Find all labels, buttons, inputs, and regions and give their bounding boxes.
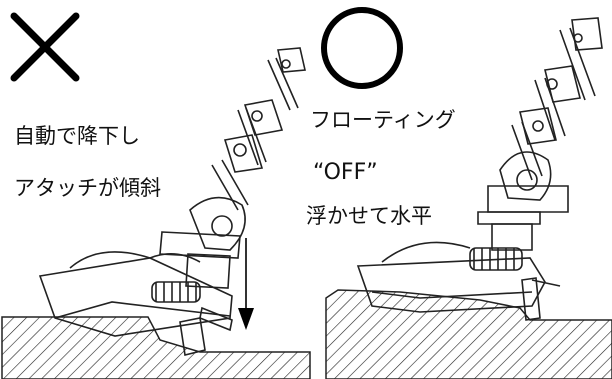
right-caption-line3: 浮かせて水平 <box>306 204 432 228</box>
left-arm <box>189 47 306 251</box>
right-caption-line2: “OFF” <box>313 160 378 185</box>
right-caption-line1: フローティング <box>310 108 456 132</box>
left-caption-line1: 自動で降下し <box>14 124 140 148</box>
down-arrow-icon <box>238 238 254 330</box>
cross-mark-icon <box>10 12 80 82</box>
circle-mark-icon <box>321 7 403 89</box>
right-arm <box>499 17 603 201</box>
right-ground <box>325 289 612 379</box>
right-attachment-body <box>356 185 569 321</box>
left-attachment-body <box>38 231 241 356</box>
left-caption-line2: アタッチが傾斜 <box>14 176 161 200</box>
left-ground <box>1 316 311 379</box>
